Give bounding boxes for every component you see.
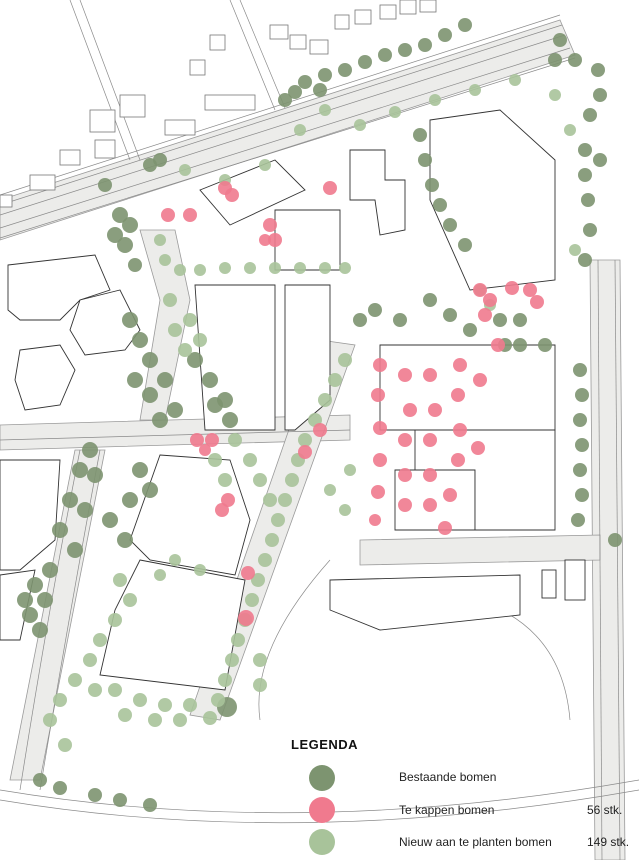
existing-trees [17,18,622,812]
houses-north [0,0,437,208]
felled-trees [161,181,544,626]
